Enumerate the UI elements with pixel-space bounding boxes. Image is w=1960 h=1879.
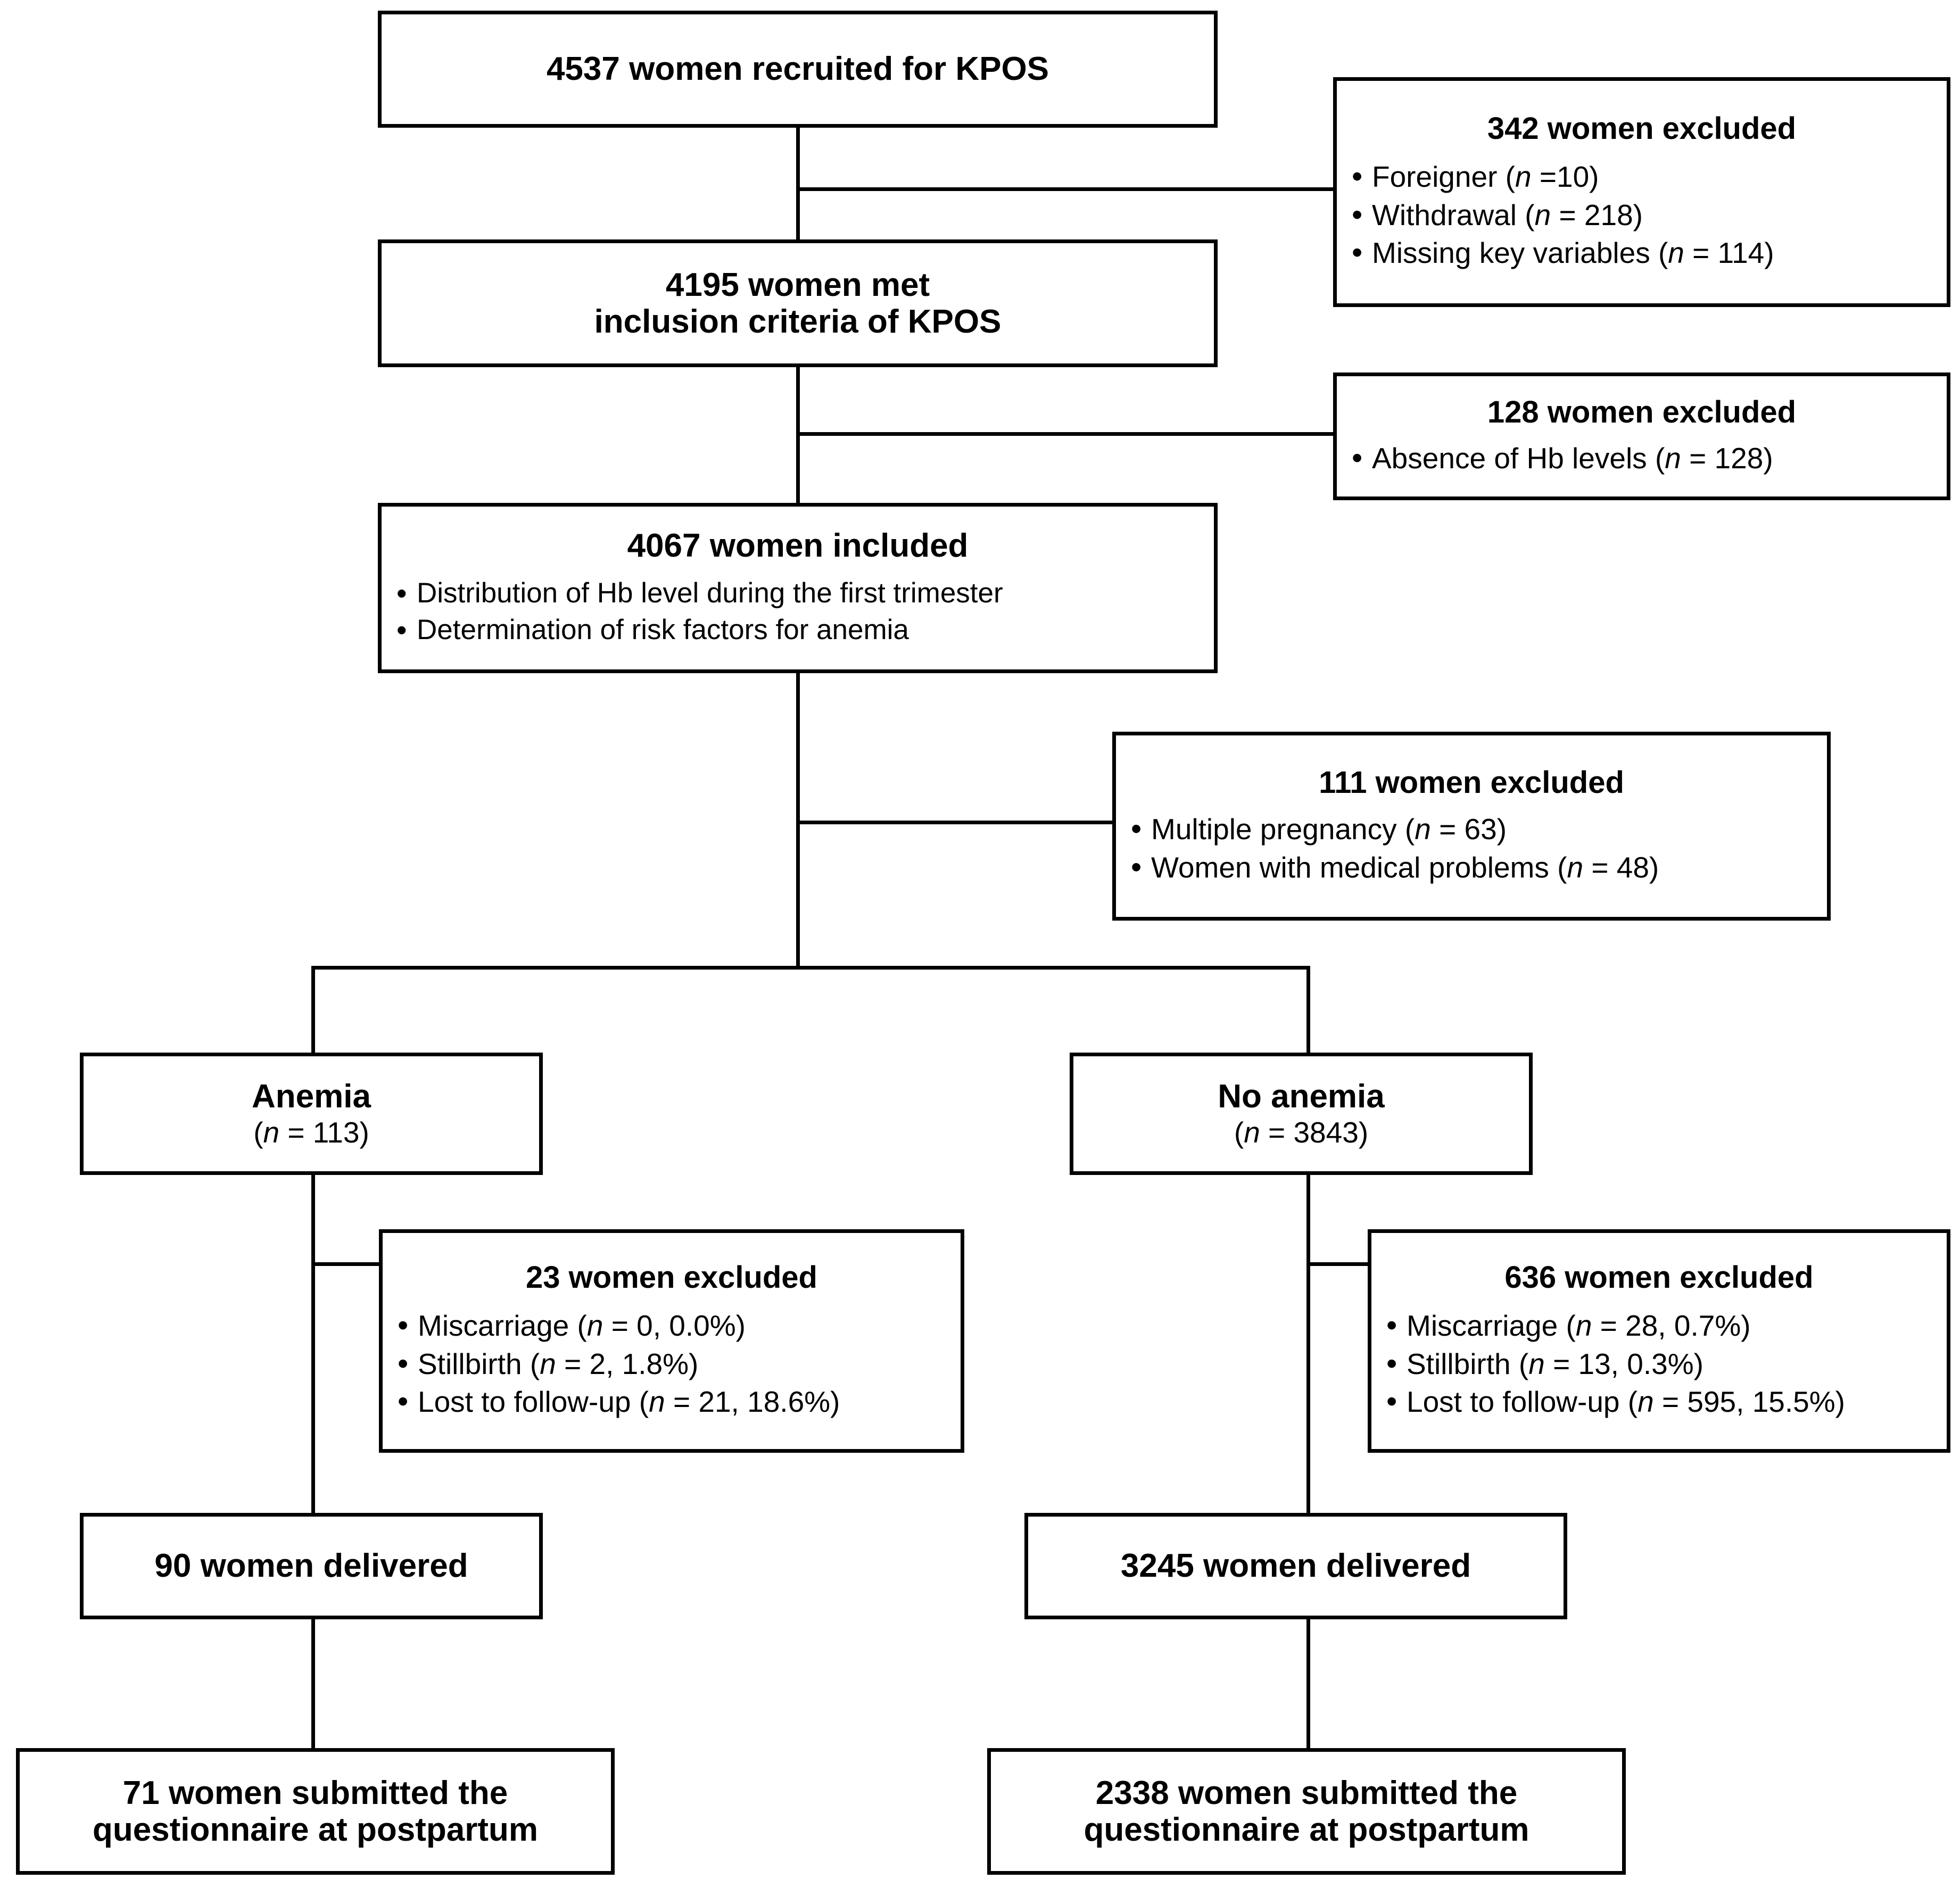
list-item: Withdrawal (n = 218) — [1344, 195, 1939, 235]
node-met-criteria-line2: inclusion criteria of KPOS — [594, 303, 1002, 340]
node-excluded-636-title: 636 women excluded — [1504, 1260, 1814, 1295]
list-item: Missing key variables (n = 114) — [1344, 233, 1939, 273]
list-item: Lost to follow-up (n = 595, 15.5%) — [1379, 1382, 1939, 1422]
connector-to-excluded-128 — [796, 432, 1335, 436]
node-delivered-3245: 3245 women delivered — [1024, 1513, 1567, 1619]
connector-to-excluded-636 — [1306, 1262, 1371, 1266]
node-no-anemia-title: No anemia — [1218, 1078, 1385, 1115]
node-anemia: Anemia (n = 113) — [80, 1053, 543, 1175]
node-excluded-111-list: Multiple pregnancy (n = 63) Women with m… — [1123, 809, 1820, 888]
node-recruited: 4537 women recruited for KPOS — [378, 11, 1218, 128]
node-excluded-128-list: Absence of Hb levels (n = 128) — [1344, 438, 1939, 478]
list-item: Multiple pregnancy (n = 63) — [1123, 809, 1820, 849]
node-delivered-90-title: 90 women delivered — [154, 1547, 468, 1585]
node-no-anemia-count: (n = 3843) — [1234, 1115, 1369, 1149]
list-item: Miscarriage (n = 28, 0.7%) — [1379, 1306, 1939, 1346]
node-excluded-23-list: Miscarriage (n = 0, 0.0%) Stillbirth (n … — [390, 1306, 953, 1422]
node-no-anemia: No anemia (n = 3843) — [1070, 1053, 1533, 1175]
connector-split-to-anemia — [311, 966, 315, 1054]
connector-anemia-to-delivered — [311, 1174, 315, 1514]
node-excluded-342-list: Foreigner (n =10) Withdrawal (n = 218) M… — [1344, 157, 1939, 273]
split-bar-anemia-groups — [311, 966, 1310, 970]
list-item: Women with medical problems (n = 48) — [1123, 848, 1820, 888]
node-included-4067-list: Distribution of Hb level during the firs… — [389, 574, 1206, 649]
node-anemia-count: (n = 113) — [253, 1115, 369, 1149]
list-item: Absence of Hb levels (n = 128) — [1344, 438, 1939, 478]
node-excluded-128: 128 women excluded Absence of Hb levels … — [1333, 373, 1950, 500]
node-submitted-71-line1: 71 women submitted the — [122, 1774, 508, 1811]
connector-delivered-to-submitted-left — [311, 1618, 315, 1749]
node-submitted-2338: 2338 women submitted the questionnaire a… — [987, 1748, 1626, 1875]
node-recruited-title: 4537 women recruited for KPOS — [546, 51, 1049, 88]
node-excluded-111: 111 women excluded Multiple pregnancy (n… — [1112, 732, 1831, 921]
connector-split-to-no-anemia — [1306, 966, 1310, 1054]
list-item: Miscarriage (n = 0, 0.0%) — [390, 1306, 953, 1346]
node-excluded-636-list: Miscarriage (n = 28, 0.7%) Stillbirth (n… — [1379, 1306, 1939, 1422]
node-excluded-342-title: 342 women excluded — [1487, 111, 1797, 146]
node-excluded-23-title: 23 women excluded — [526, 1260, 817, 1295]
node-included-4067-title: 4067 women included — [627, 527, 969, 565]
node-excluded-636: 636 women excluded Miscarriage (n = 28, … — [1368, 1229, 1950, 1453]
list-item: Distribution of Hb level during the firs… — [389, 574, 1206, 612]
connector-to-excluded-23 — [311, 1262, 381, 1266]
node-included-4067: 4067 women included Distribution of Hb l… — [378, 503, 1218, 673]
node-submitted-71: 71 women submitted the questionnaire at … — [16, 1748, 615, 1875]
connector-to-excluded-342 — [796, 187, 1335, 191]
list-item: Lost to follow-up (n = 21, 18.6%) — [390, 1382, 953, 1422]
node-submitted-71-line2: questionnaire at postpartum — [92, 1811, 539, 1848]
list-item: Stillbirth (n = 2, 1.8%) — [390, 1344, 953, 1384]
list-item: Foreigner (n =10) — [1344, 157, 1939, 197]
node-met-criteria: 4195 women met inclusion criteria of KPO… — [378, 239, 1218, 367]
node-excluded-23: 23 women excluded Miscarriage (n = 0, 0.… — [379, 1229, 964, 1453]
node-delivered-90: 90 women delivered — [80, 1513, 543, 1619]
node-met-criteria-line1: 4195 women met — [665, 266, 930, 303]
node-anemia-title: Anemia — [252, 1078, 371, 1115]
node-submitted-2338-line1: 2338 women submitted the — [1095, 1774, 1518, 1811]
connector-included-to-split — [796, 671, 800, 970]
list-item: Determination of risk factors for anemia — [389, 611, 1206, 649]
list-item: Stillbirth (n = 13, 0.3%) — [1379, 1344, 1939, 1384]
connector-to-excluded-111 — [796, 821, 1114, 824]
connector-recruited-to-criteria — [796, 126, 800, 242]
node-delivered-3245-title: 3245 women delivered — [1120, 1547, 1471, 1585]
connector-no-anemia-to-delivered — [1306, 1174, 1310, 1514]
node-excluded-342: 342 women excluded Foreigner (n =10) Wit… — [1333, 77, 1950, 307]
node-excluded-128-title: 128 women excluded — [1487, 394, 1797, 429]
connector-delivered-to-submitted-right — [1306, 1618, 1310, 1749]
node-excluded-111-title: 111 women excluded — [1319, 765, 1624, 800]
node-submitted-2338-line2: questionnaire at postpartum — [1084, 1811, 1529, 1848]
